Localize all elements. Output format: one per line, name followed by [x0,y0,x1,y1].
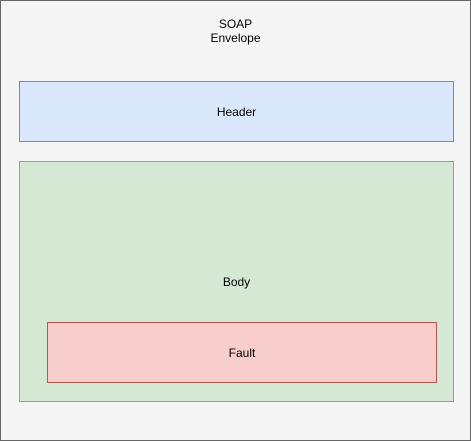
body-label: Body [222,275,251,289]
envelope-label: SOAP Envelope [210,17,261,45]
fault-box: Fault [47,322,437,383]
body-box: Body Fault [19,161,454,402]
header-label: Header [216,104,257,119]
fault-label: Fault [228,345,256,360]
header-box: Header [19,81,454,142]
